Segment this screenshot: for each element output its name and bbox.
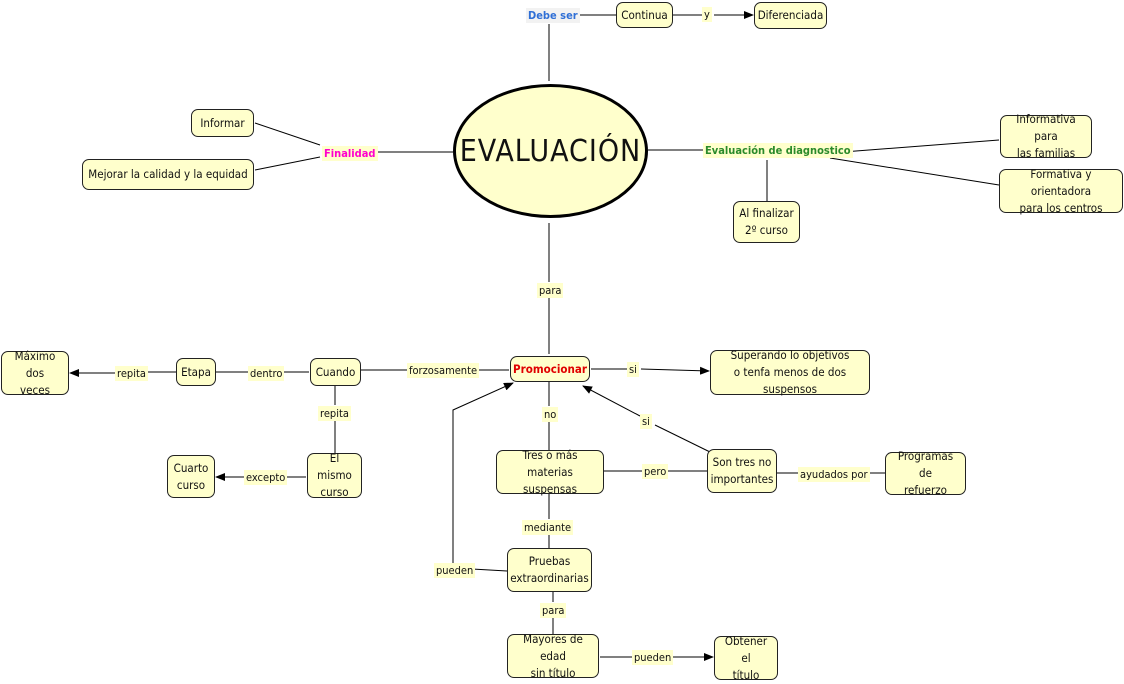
node-label: Cuarto curso <box>173 460 209 492</box>
link-repita-etapa[interactable]: repita <box>115 366 148 381</box>
link-forzosamente[interactable]: forzosamente <box>407 363 480 378</box>
node-label: Máximo dos veces <box>14 348 56 397</box>
link-y[interactable]: y <box>702 7 712 22</box>
node-informar[interactable]: Informar <box>191 109 254 137</box>
node-label: Continua <box>621 7 668 22</box>
link-dentro[interactable]: dentro <box>248 366 285 381</box>
link-no[interactable]: no <box>542 407 559 422</box>
node-tres-materias[interactable]: Tres o más materias suspensas <box>496 448 604 496</box>
link-debe-ser[interactable]: Debe ser <box>526 8 580 23</box>
node-mismo-curso[interactable]: El mismo curso <box>307 451 362 499</box>
node-label: Diferenciada <box>757 8 824 22</box>
node-label: Pruebas extraordinarias <box>510 554 589 585</box>
node-continua[interactable]: Continua <box>616 2 673 28</box>
node-label: Al finalizar 2º curso <box>739 206 794 237</box>
node-label: Programas de refuerzo <box>897 449 954 497</box>
link-pueden-promocionar[interactable]: pueden <box>434 563 476 578</box>
link-ayudados-por[interactable]: ayudados por <box>798 467 870 482</box>
node-label: Promocionar <box>513 361 587 376</box>
node-label: Son tres no importantes <box>710 455 774 486</box>
node-etapa[interactable]: Etapa <box>176 358 216 386</box>
link-si[interactable]: si <box>627 362 639 377</box>
node-informativa-familias[interactable]: Informativa para las familias <box>1000 112 1092 160</box>
node-al-finalizar[interactable]: Al finalizar 2º curso <box>733 201 800 243</box>
link-para[interactable]: para <box>537 283 564 298</box>
node-promocionar[interactable]: Promocionar <box>510 356 590 382</box>
node-diferenciada[interactable]: Diferenciada <box>754 2 827 29</box>
node-cuando[interactable]: Cuando <box>310 358 361 386</box>
node-label: Mayores de edad sin título <box>523 631 583 680</box>
link-pero[interactable]: pero <box>642 464 669 479</box>
link-mediante[interactable]: mediante <box>522 520 574 535</box>
node-label: Cuando <box>315 364 356 379</box>
node-superando-objetivos[interactable]: Superando lo objetivos o tenfa menos de … <box>710 348 870 396</box>
evaluacion-central-concept[interactable]: EVALUACIÓN <box>453 84 648 218</box>
node-label: Informativa para las familias <box>1016 112 1076 160</box>
node-label: Etapa <box>181 364 211 379</box>
node-mejorar-calidad[interactable]: Mejorar la calidad y la equidad <box>82 159 254 190</box>
node-maximo-dos-veces[interactable]: Máximo dos veces <box>1 349 69 397</box>
node-label: Mejorar la calidad y la equidad <box>88 167 248 181</box>
central-label: EVALUACIÓN <box>459 133 642 169</box>
link-evaluacion-diagnostico[interactable]: Evaluación de diagnostico <box>703 143 853 158</box>
node-mayores-edad[interactable]: Mayores de edad sin título <box>507 632 599 680</box>
link-pueden-titulo[interactable]: pueden <box>632 650 674 665</box>
node-label: Obtener el título <box>724 633 768 682</box>
node-label: Informar <box>200 115 245 130</box>
link-si-no-importantes[interactable]: si <box>640 414 652 429</box>
node-cuarto-curso[interactable]: Cuarto curso <box>167 455 215 498</box>
link-para-mayores[interactable]: para <box>540 603 567 618</box>
link-excepto[interactable]: excepto <box>244 470 288 485</box>
node-formativa-centros[interactable]: Formativa y orientadora para los centros <box>999 167 1123 215</box>
node-pruebas-extraordinarias[interactable]: Pruebas extraordinarias <box>507 548 592 592</box>
node-label: El mismo curso <box>317 451 352 499</box>
link-repita-curso[interactable]: repita <box>318 406 351 421</box>
node-label: Superando lo objetivos o tenfa menos de … <box>730 348 850 396</box>
node-obtener-titulo[interactable]: Obtener el título <box>714 634 778 682</box>
node-programas-refuerzo[interactable]: Programas de refuerzo <box>885 449 966 497</box>
link-finalidad[interactable]: Finalidad <box>322 146 378 161</box>
node-label: Formativa y orientadora para los centros <box>1019 166 1103 215</box>
node-tres-no-importantes[interactable]: Son tres no importantes <box>707 449 777 493</box>
node-label: Tres o más materias suspensas <box>522 447 578 496</box>
